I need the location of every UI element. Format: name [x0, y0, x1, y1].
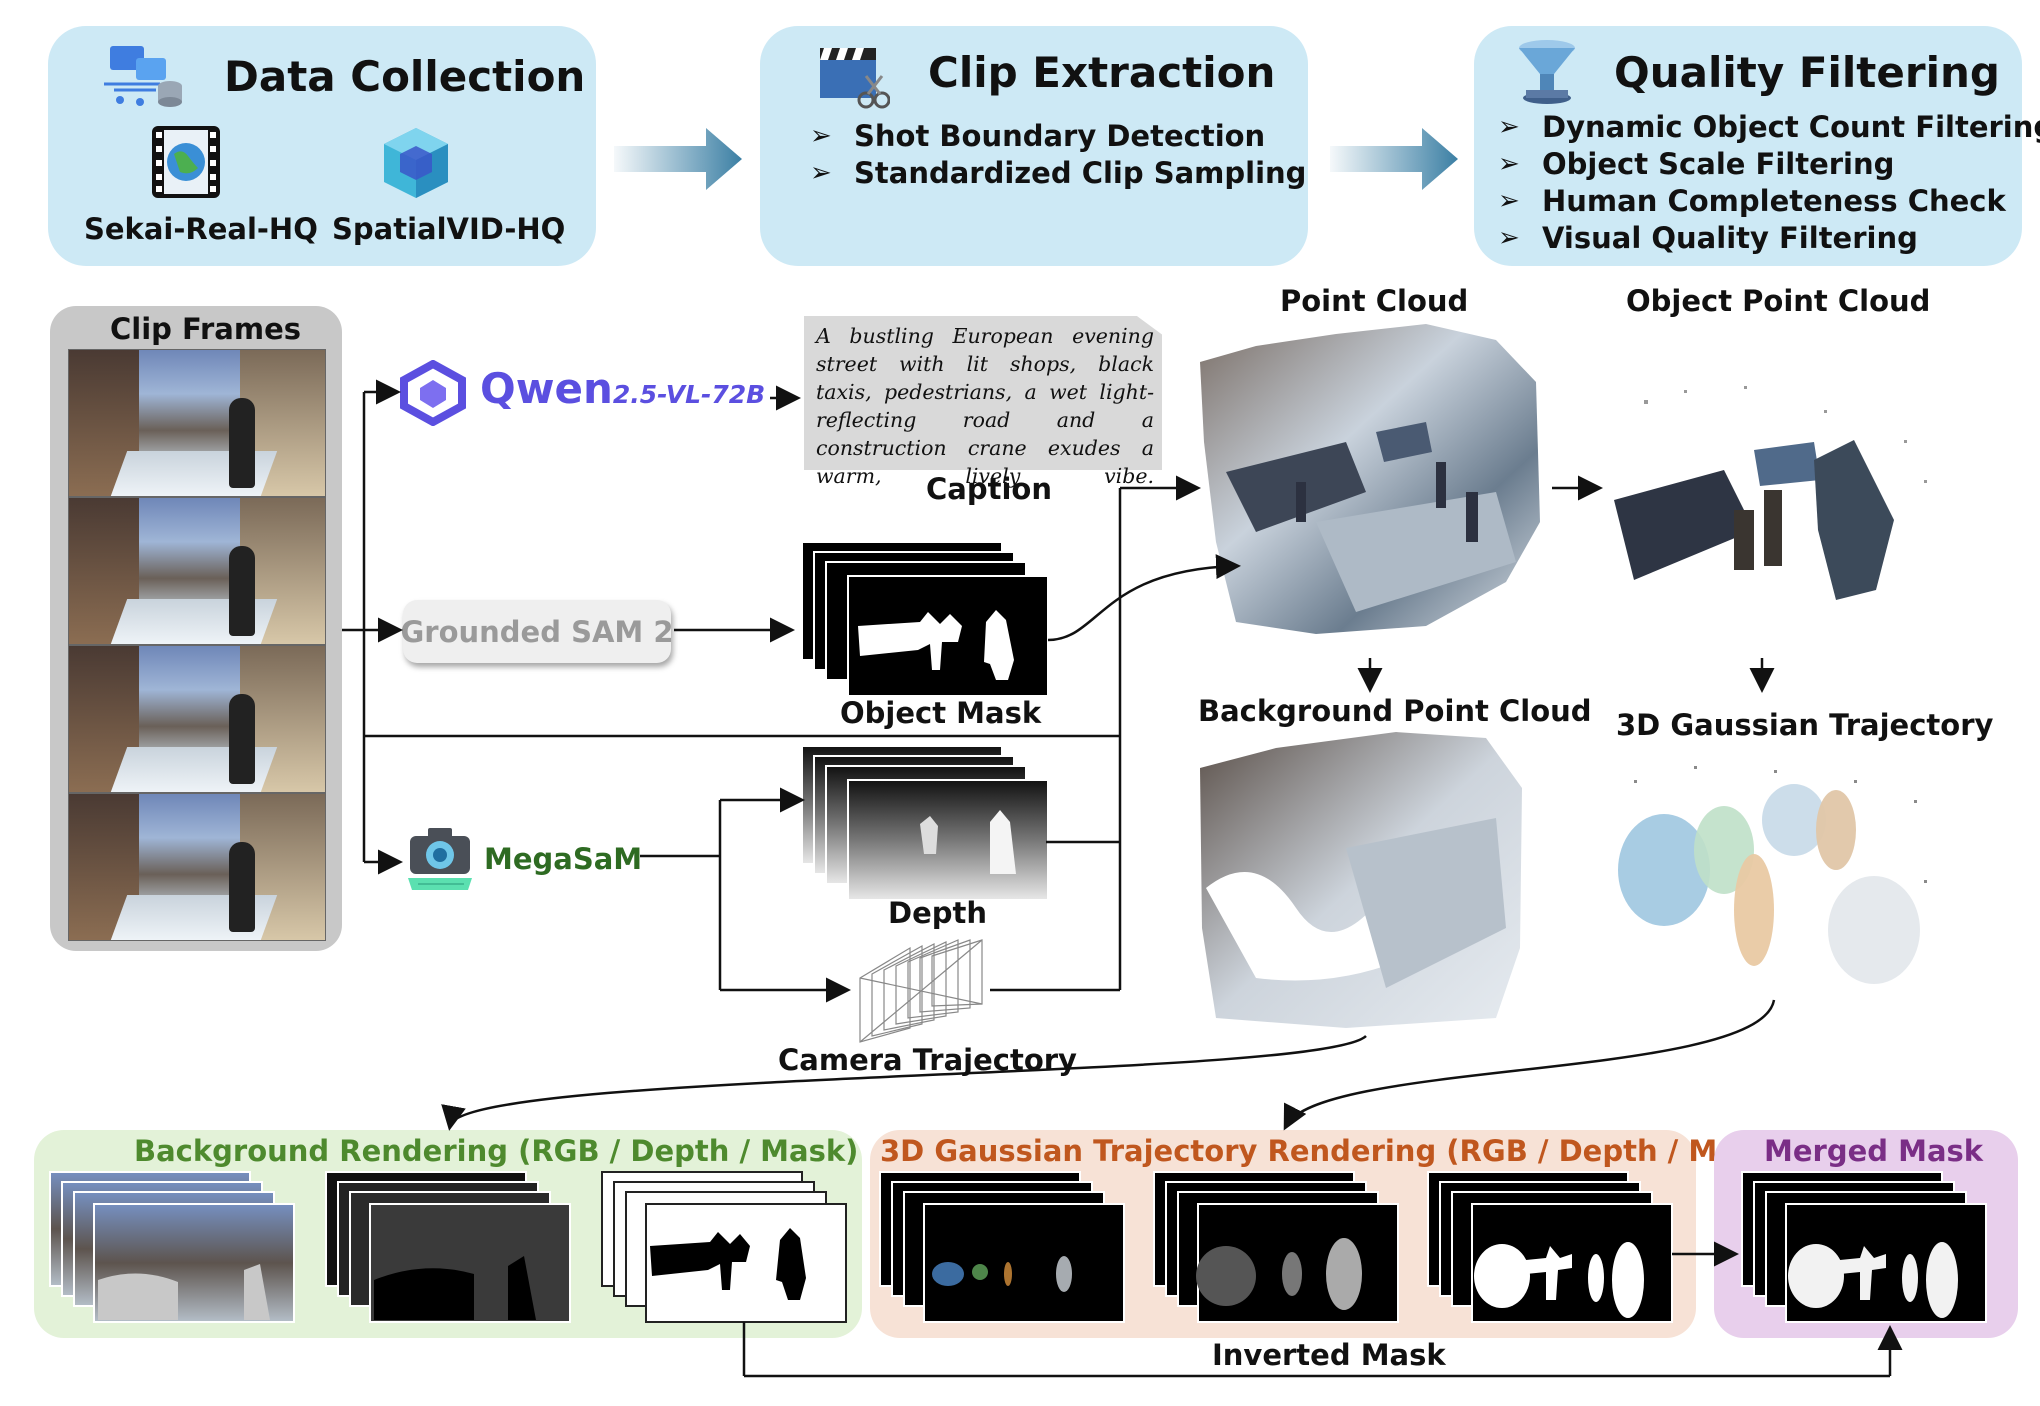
clip-frame	[68, 645, 326, 793]
list-item: ➢Human Completeness Check	[1498, 184, 2006, 218]
data-collection-title: Data Collection	[224, 52, 586, 101]
quality-filtering-title: Quality Filtering	[1614, 48, 2000, 97]
source-sekai-real-hq: Sekai-Real-HQ	[84, 212, 318, 246]
background-rgb-stack	[49, 1171, 295, 1323]
panel-arrow	[1330, 128, 1458, 190]
camera-icon	[408, 828, 472, 890]
depth-stack	[801, 745, 1049, 901]
gaussian-depth-stack	[1153, 1171, 1399, 1323]
list-item: ➢Object Scale Filtering	[1498, 147, 1895, 181]
gaussian-rendering-title: 3D Gaussian Trajectory Rendering (RGB / …	[880, 1134, 1787, 1168]
list-item: ➢Shot Boundary Detection	[810, 119, 1266, 153]
clip-frame	[68, 793, 326, 941]
database-network-icon	[104, 46, 182, 107]
object-mask-stack	[801, 541, 1049, 697]
clip-extraction-title: Clip Extraction	[928, 48, 1276, 97]
caption-text: A bustling European evening street with …	[816, 324, 1154, 488]
background-mask-stack	[601, 1171, 847, 1323]
source-spatialvid-hq: SpatialVID-HQ	[332, 212, 566, 246]
depth-label: Depth	[888, 896, 988, 930]
megasam-label: MegaSaM	[484, 842, 643, 876]
cube-icon	[384, 128, 448, 198]
background-rendering-title: Background Rendering (RGB / Depth / Mask…	[134, 1134, 859, 1168]
clip-frame	[68, 349, 326, 497]
list-item: ➢Standardized Clip Sampling	[810, 156, 1307, 190]
quality-filtering-panel	[1474, 26, 2022, 266]
grounded-sam-2-label: Grounded SAM 2	[400, 600, 674, 663]
object-point-cloud-label: Object Point Cloud	[1626, 284, 1931, 318]
merged-mask-stack	[1741, 1171, 1987, 1323]
camera-trajectory-graphic	[859, 939, 983, 1043]
point-cloud-graphic	[1200, 324, 1540, 634]
panel-arrow	[614, 128, 742, 190]
quality-filtering-list: ➢Dynamic Object Count Filtering ➢Object …	[1498, 109, 2040, 257]
funnel-filter-icon	[1519, 40, 1575, 104]
qwen-logo-icon	[400, 360, 466, 426]
clapperboard-scissors-icon	[820, 48, 890, 109]
object-mask-label: Object Mask	[840, 696, 1042, 730]
inverted-mask-label: Inverted Mask	[1212, 1338, 1446, 1372]
qwen-model-label: Qwen2.5-VL-72B	[480, 364, 766, 413]
clip-frame	[68, 497, 326, 645]
object-point-cloud-graphic	[1614, 386, 1927, 600]
gaussian-rgb-stack	[879, 1171, 1125, 1323]
film-globe-icon	[152, 126, 220, 198]
background-point-cloud-label: Background Point Cloud	[1198, 694, 1592, 728]
background-depth-stack	[325, 1171, 571, 1323]
gaussian-trajectory-graphic	[1618, 766, 1927, 984]
caption-box	[804, 316, 1162, 470]
gaussian-trajectory-label: 3D Gaussian Trajectory	[1616, 708, 1994, 742]
list-item: ➢Visual Quality Filtering	[1498, 221, 1918, 255]
caption-label: Caption	[926, 472, 1052, 506]
clip-extraction-list: ➢Shot Boundary Detection ➢Standardized C…	[810, 118, 1306, 192]
gaussian-mask-stack	[1427, 1171, 1673, 1323]
merged-mask-title: Merged Mask	[1764, 1134, 1984, 1168]
point-cloud-label: Point Cloud	[1280, 284, 1469, 318]
background-point-cloud-graphic	[1200, 732, 1522, 1028]
list-item: ➢Dynamic Object Count Filtering	[1498, 110, 2040, 144]
clip-frames-label: Clip Frames	[110, 312, 301, 346]
